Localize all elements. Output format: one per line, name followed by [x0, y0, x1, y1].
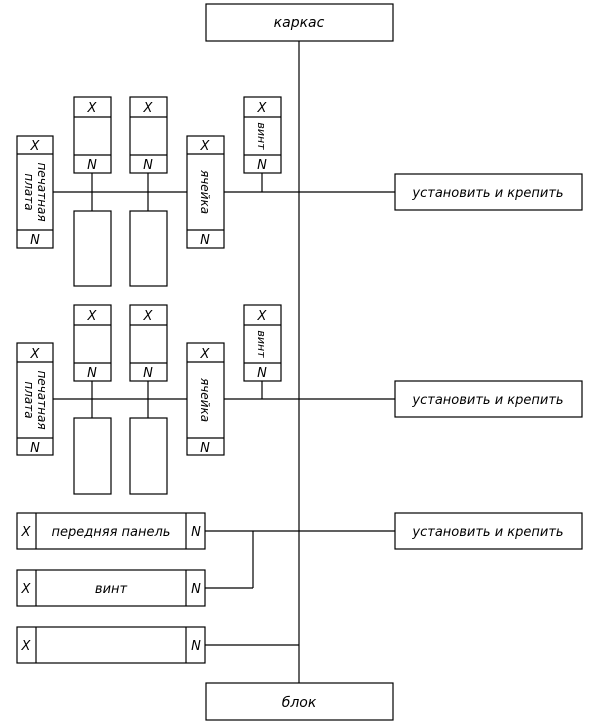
marker-n: N — [191, 525, 201, 540]
marker-n: N — [191, 639, 201, 654]
bottom-node-blok: блок — [205, 682, 394, 721]
group2-component-col2 — [129, 417, 168, 495]
group1-cell-label: ячейка — [198, 170, 212, 214]
action-box-1: установить и крепить — [394, 173, 583, 211]
marker-n: N — [257, 366, 267, 381]
marker-x: X — [257, 309, 268, 324]
group2-component-col1 — [73, 417, 112, 495]
marker-x: X — [30, 139, 41, 154]
marker-x: X — [143, 309, 154, 324]
group1-screw-block: X N винт — [243, 96, 282, 174]
action-label-2: установить и крепить — [411, 393, 563, 408]
marker-x: X — [200, 347, 211, 362]
group2-pcb-block: X N печатная плата — [16, 342, 54, 456]
group2-screw-block: X N винт — [243, 304, 282, 382]
group1-component-col2 — [129, 210, 168, 287]
marker-x: X — [143, 101, 154, 116]
marker-n: N — [143, 366, 153, 381]
group1-pcb-block: X N печатная плата — [16, 135, 54, 249]
group1-pcb-label-1: печатная — [35, 162, 49, 221]
group1-screw-label: винт — [255, 122, 268, 150]
group1-component-col1 — [73, 210, 112, 287]
action-label-3: установить и крепить — [411, 525, 563, 540]
marker-x: X — [21, 639, 32, 654]
group2-cell-label: ячейка — [198, 378, 212, 422]
bottom-node-label: блок — [282, 695, 317, 711]
marker-x: X — [257, 101, 268, 116]
marker-n: N — [257, 158, 267, 173]
bottom-parts-group: X N передняя панель X N винт X N установ… — [16, 512, 583, 664]
unnamed-part-block: X N — [16, 626, 206, 664]
marker-x: X — [21, 582, 32, 597]
marker-x: X — [87, 101, 98, 116]
group1-part-col2: X N — [129, 96, 168, 174]
group1-part-col1: X N — [73, 96, 112, 174]
marker-n: N — [87, 158, 97, 173]
front-panel-label: передняя панель — [52, 525, 171, 540]
assembly-group-2: X N печатная плата X N X N X — [16, 304, 583, 495]
group2-pcb-label-2: плата — [22, 381, 36, 418]
screw-label: винт — [95, 582, 128, 597]
marker-n: N — [30, 441, 40, 456]
marker-x: X — [21, 525, 32, 540]
action-box-2: установить и крепить — [394, 380, 583, 418]
marker-n: N — [143, 158, 153, 173]
screw-block: X N винт — [16, 569, 206, 607]
marker-x: X — [200, 139, 211, 154]
group2-part-col1: X N — [73, 304, 112, 382]
marker-n: N — [191, 582, 201, 597]
marker-n: N — [30, 233, 40, 248]
assembly-group-1: X N печатная плата X N X N — [16, 96, 583, 287]
front-panel-block: X N передняя панель — [16, 512, 206, 550]
group1-pcb-label-2: плата — [22, 173, 36, 210]
group2-part-col2: X N — [129, 304, 168, 382]
top-node-label: каркас — [274, 15, 325, 31]
marker-n: N — [87, 366, 97, 381]
action-label-1: установить и крепить — [411, 186, 563, 201]
marker-x: X — [87, 309, 98, 324]
group2-screw-label: винт — [255, 330, 268, 358]
top-node-karkas: каркас — [205, 3, 394, 42]
action-box-3: установить и крепить — [394, 512, 583, 550]
group1-cell-block: X N ячейка — [186, 135, 225, 249]
group2-cell-block: X N ячейка — [186, 342, 225, 456]
marker-n: N — [200, 441, 210, 456]
group2-pcb-label-1: печатная — [35, 370, 49, 429]
marker-x: X — [30, 347, 41, 362]
marker-n: N — [200, 233, 210, 248]
